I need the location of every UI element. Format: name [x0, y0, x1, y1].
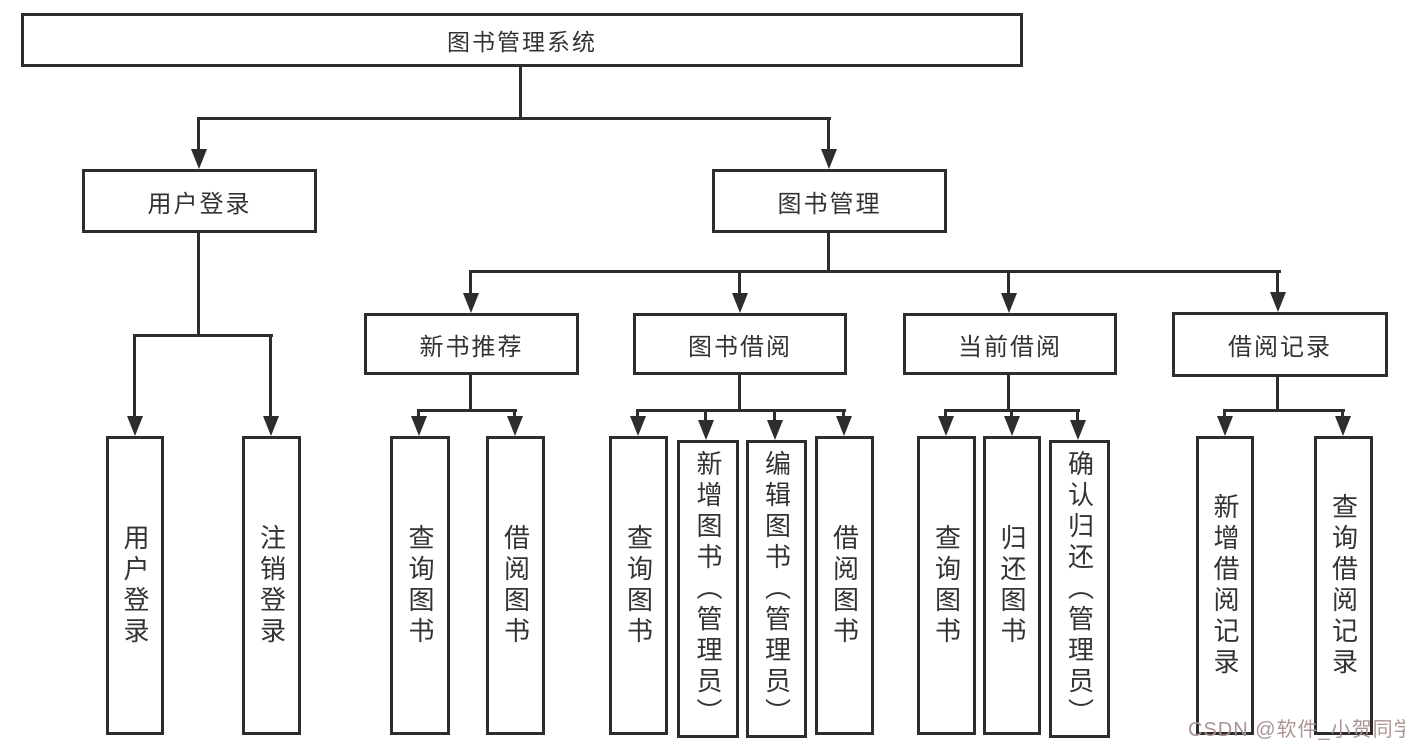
node-user-login: 用户登录	[82, 169, 317, 233]
arrow-to-records-add	[1217, 410, 1233, 436]
rail-user-children	[133, 334, 273, 337]
arrow-to-borrow-query	[630, 410, 646, 436]
arrow-to-current-borrow	[1001, 271, 1017, 313]
leaf-current-return: 归还图书	[983, 436, 1041, 735]
leaf-current-return-label: 归还图书	[997, 523, 1027, 648]
leaf-borrow-borrow-label: 借阅图书	[829, 523, 860, 648]
arrow-to-current-confirm	[1070, 410, 1086, 440]
node-root: 图书管理系统	[21, 13, 1023, 67]
node-current-borrow: 当前借阅	[903, 313, 1117, 375]
arrow-to-new-books	[463, 271, 479, 313]
leaf-borrow-add-admin: 新增图书（管理员）	[677, 440, 739, 738]
arrow-to-borrow-add	[698, 410, 714, 440]
leaf-records-add-label: 新增借阅记录	[1210, 492, 1240, 679]
leaf-borrow-edit-admin: 编辑图书（管理员）	[746, 440, 807, 738]
arrow-to-borrow-edit	[767, 410, 783, 440]
leaf-current-confirm-admin-label: 确认归还（管理员）	[1064, 449, 1095, 729]
leaf-current-confirm-admin: 确认归还（管理员）	[1049, 440, 1110, 738]
rail-bookborrow-children	[636, 409, 846, 412]
rail-level1	[197, 117, 831, 120]
arrow-to-newbooks-query	[411, 410, 427, 436]
arrow-to-book-mgmt	[821, 117, 837, 169]
node-book-borrow-label: 图书借阅	[688, 333, 792, 361]
leaf-borrow-borrow: 借阅图书	[815, 436, 874, 735]
arrow-to-leaf-user-logout	[263, 335, 279, 436]
leaf-newbooks-borrow: 借阅图书	[486, 436, 545, 735]
leaf-newbooks-borrow-label: 借阅图书	[500, 523, 531, 648]
node-root-label: 图书管理系统	[447, 29, 597, 55]
connector-user-stem	[197, 231, 200, 337]
node-new-books-label: 新书推荐	[419, 333, 524, 361]
arrow-to-current-query	[938, 410, 954, 436]
leaf-user-logout-label: 注销登录	[256, 523, 287, 648]
node-borrow-records-label: 借阅记录	[1228, 334, 1332, 361]
rail-level2	[469, 270, 1281, 273]
arrow-to-leaf-user-login	[127, 335, 143, 436]
node-current-borrow-label: 当前借阅	[958, 333, 1062, 361]
node-new-books: 新书推荐	[364, 313, 579, 375]
arrow-to-borrow-records	[1270, 271, 1286, 312]
node-user-login-label: 用户登录	[147, 190, 252, 218]
leaf-user-login-label: 用户登录	[120, 523, 150, 648]
leaf-borrow-query-label: 查询图书	[623, 523, 654, 648]
leaf-newbooks-query-label: 查询图书	[405, 523, 435, 648]
rail-records-children	[1223, 409, 1345, 412]
arrow-to-borrow-borrow	[836, 410, 852, 436]
connector-root-stem	[519, 66, 522, 118]
node-book-mgmt: 图书管理	[712, 169, 947, 233]
connector-newbooks-stem	[469, 374, 472, 412]
arrow-to-newbooks-borrow	[507, 410, 523, 436]
node-borrow-records: 借阅记录	[1172, 312, 1388, 377]
arrow-to-records-query	[1335, 410, 1351, 436]
leaf-user-login: 用户登录	[106, 436, 164, 735]
leaf-current-query-label: 查询图书	[931, 523, 962, 648]
connector-records-stem	[1276, 376, 1279, 412]
leaf-records-add: 新增借阅记录	[1196, 436, 1254, 735]
node-book-borrow: 图书借阅	[633, 313, 847, 375]
node-book-mgmt-label: 图书管理	[777, 190, 882, 218]
leaf-borrow-edit-admin-label: 编辑图书（管理员）	[761, 449, 792, 729]
connector-bookborrow-stem	[738, 374, 741, 412]
leaf-newbooks-query: 查询图书	[390, 436, 450, 735]
leaf-current-query: 查询图书	[917, 436, 976, 735]
leaf-records-query-label: 查询借阅记录	[1328, 492, 1359, 679]
arrow-to-book-borrow	[732, 271, 748, 313]
leaf-borrow-query: 查询图书	[609, 436, 668, 735]
connector-mgmt-stem	[827, 231, 830, 272]
rail-newbooks-children	[417, 409, 517, 412]
leaf-records-query: 查询借阅记录	[1314, 436, 1373, 735]
leaf-user-logout: 注销登录	[242, 436, 301, 735]
arrow-to-user-login	[191, 117, 207, 169]
leaf-borrow-add-admin-label: 新增图书（管理员）	[693, 449, 723, 729]
watermark-text: CSDN @软件_小贺同学	[1188, 719, 1405, 741]
arrow-to-current-return	[1004, 410, 1020, 436]
connector-current-stem	[1007, 374, 1010, 412]
